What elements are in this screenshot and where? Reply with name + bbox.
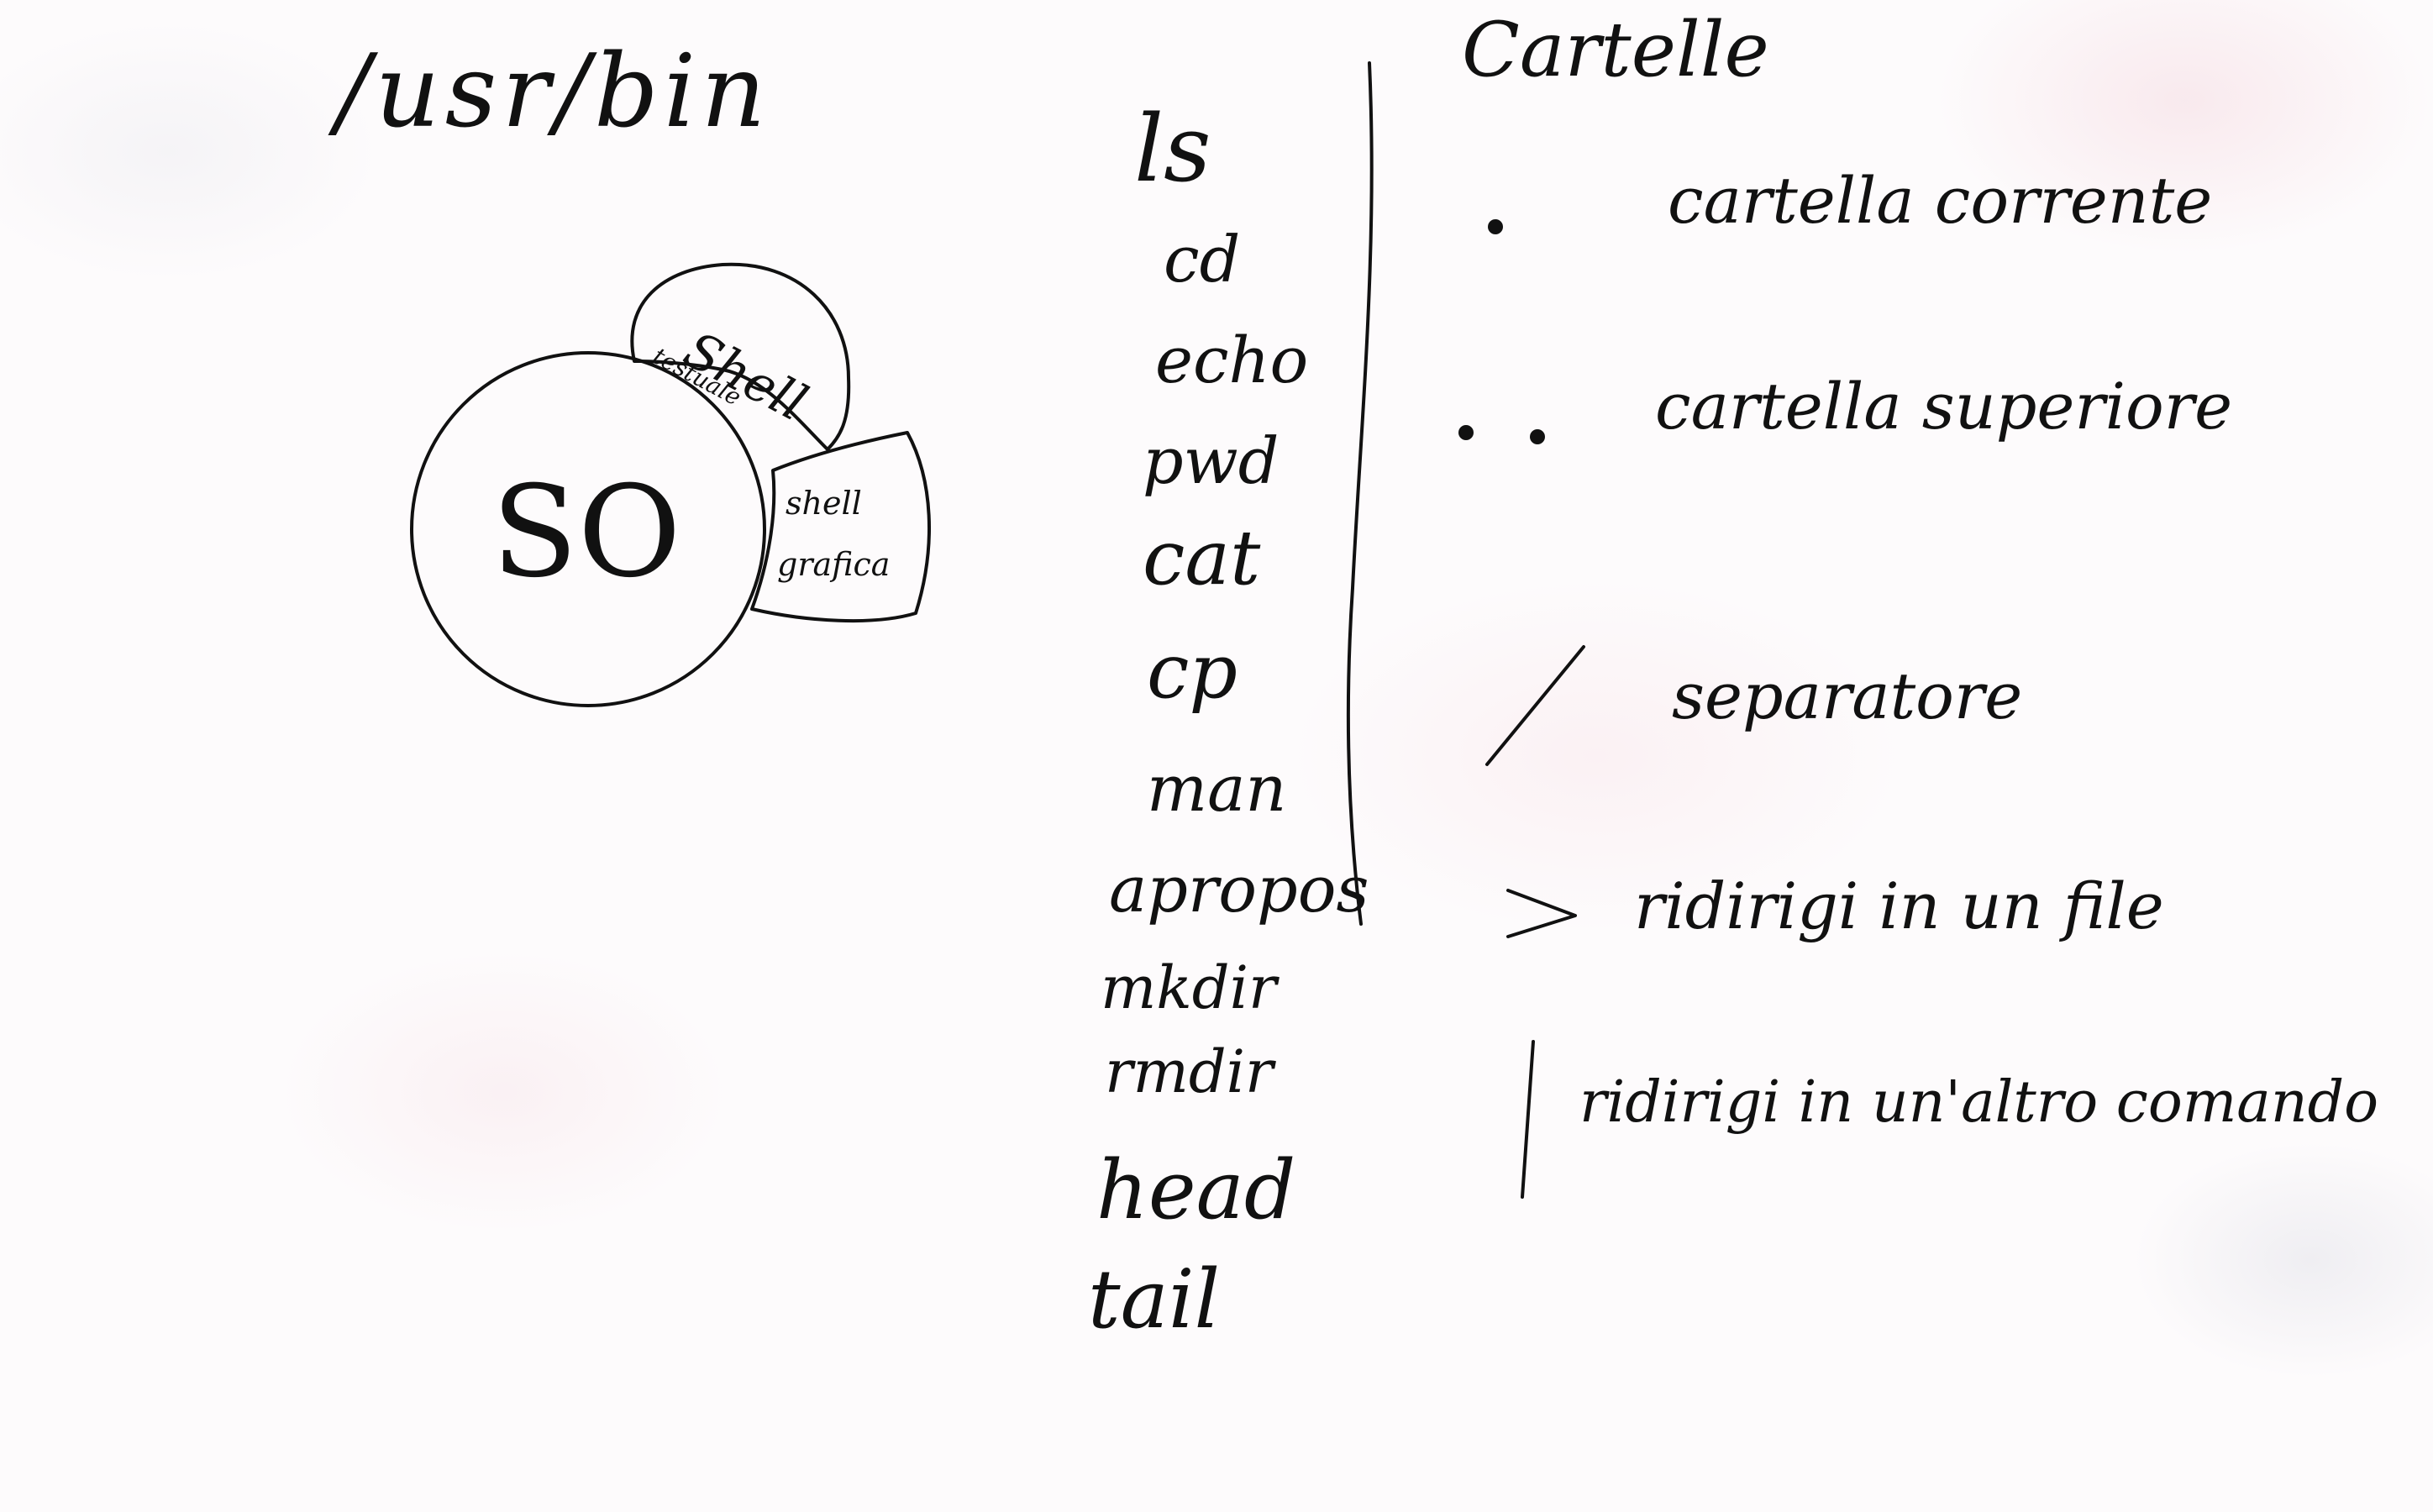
command-list: ls cd echo pwd cat cp man apropos mkdir … — [1088, 95, 1369, 1347]
legend-item-4-description: ridirigi in un'altro comando — [1579, 1069, 2378, 1136]
command-rmdir: rmdir — [1105, 1037, 1276, 1106]
column-divider — [1346, 61, 1374, 926]
legend-symbol-dot — [1488, 219, 1503, 234]
legend: Cartelle cartella corrente cartella supe… — [1458, 6, 2378, 1199]
command-head: head — [1096, 1143, 1295, 1237]
legend-item-0-description: cartella corrente — [1668, 163, 2212, 238]
command-man: man — [1147, 751, 1286, 826]
legend-item-1-description: cartella superiore — [1655, 369, 2232, 444]
legend-symbol-pipe — [1521, 1040, 1535, 1199]
command-pwd: pwd — [1143, 423, 1279, 498]
legend-item-3-description: ridirigi in un file — [1634, 869, 2164, 943]
command-mkdir: mkdir — [1101, 953, 1280, 1022]
command-cd: cd — [1164, 222, 1240, 297]
graphic-shell-bubble — [750, 431, 932, 623]
command-echo: echo — [1155, 323, 1308, 397]
graphic-shell-line1: shell — [786, 485, 862, 522]
legend-symbol-dotdot-1 — [1458, 425, 1474, 440]
os-circle — [410, 351, 766, 707]
command-ls: ls — [1134, 95, 1211, 202]
legend-title: Cartelle — [1462, 6, 1769, 94]
os-core-label: SO — [491, 459, 681, 606]
legend-symbol-dotdot-2 — [1530, 429, 1545, 444]
graphic-shell-line2: grafica — [777, 546, 890, 583]
path-title: /usr/bin — [328, 34, 771, 150]
command-tail: tail — [1088, 1252, 1220, 1347]
legend-item-2-description: separatore — [1672, 659, 2022, 733]
os-diagram: SO Shell testuale shell grafica — [410, 262, 932, 707]
legend-symbol-slash — [1485, 645, 1585, 766]
command-apropos: apropos — [1109, 852, 1369, 927]
text-shell-bubble — [630, 262, 851, 451]
legend-symbol-greater-than — [1506, 889, 1577, 938]
command-cat: cat — [1143, 514, 1261, 602]
command-cp: cp — [1147, 627, 1238, 716]
